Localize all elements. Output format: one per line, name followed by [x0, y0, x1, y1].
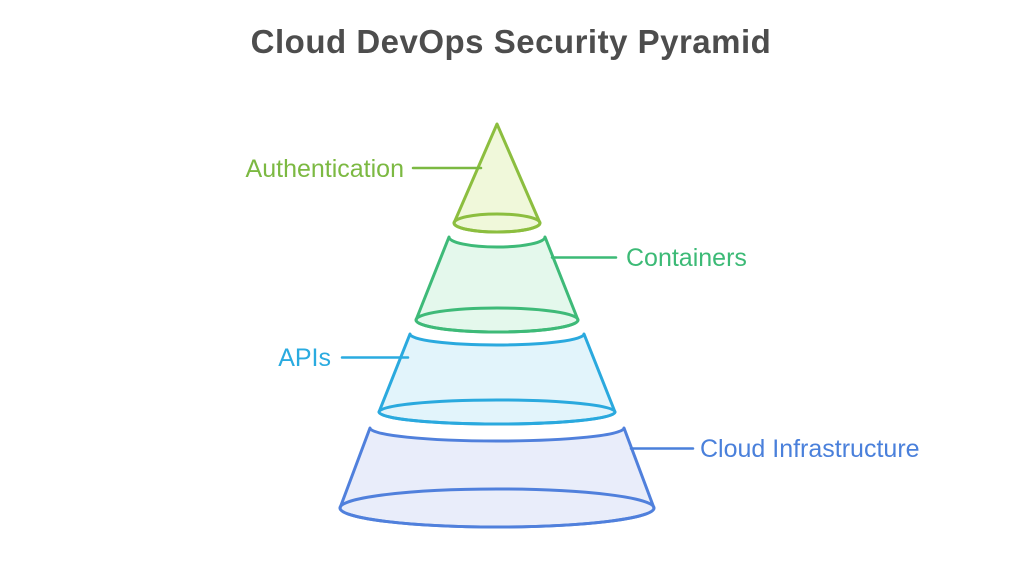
authentication-base-ellipse — [452, 212, 542, 234]
apis-frustum-shape — [377, 332, 617, 426]
containers-label: Containers — [626, 244, 747, 272]
layer-cloud-infrastructure: Cloud Infrastructure — [338, 426, 920, 529]
containers-base-ellipse — [414, 306, 580, 334]
cloud-infrastructure-frustum-shape — [338, 426, 656, 529]
page-title: Cloud DevOps Security Pyramid — [251, 23, 772, 60]
authentication-label: Authentication — [246, 155, 404, 183]
cloud-infrastructure-base-ellipse — [338, 487, 656, 529]
layer-apis: APIs — [278, 332, 617, 426]
containers-frustum-shape — [414, 235, 580, 334]
layer-containers: Containers — [414, 235, 747, 334]
cloud-infrastructure-label: Cloud Infrastructure — [700, 435, 920, 463]
apis-label: APIs — [278, 344, 331, 372]
apis-base-ellipse — [377, 398, 617, 426]
layer-authentication: Authentication — [246, 122, 542, 234]
